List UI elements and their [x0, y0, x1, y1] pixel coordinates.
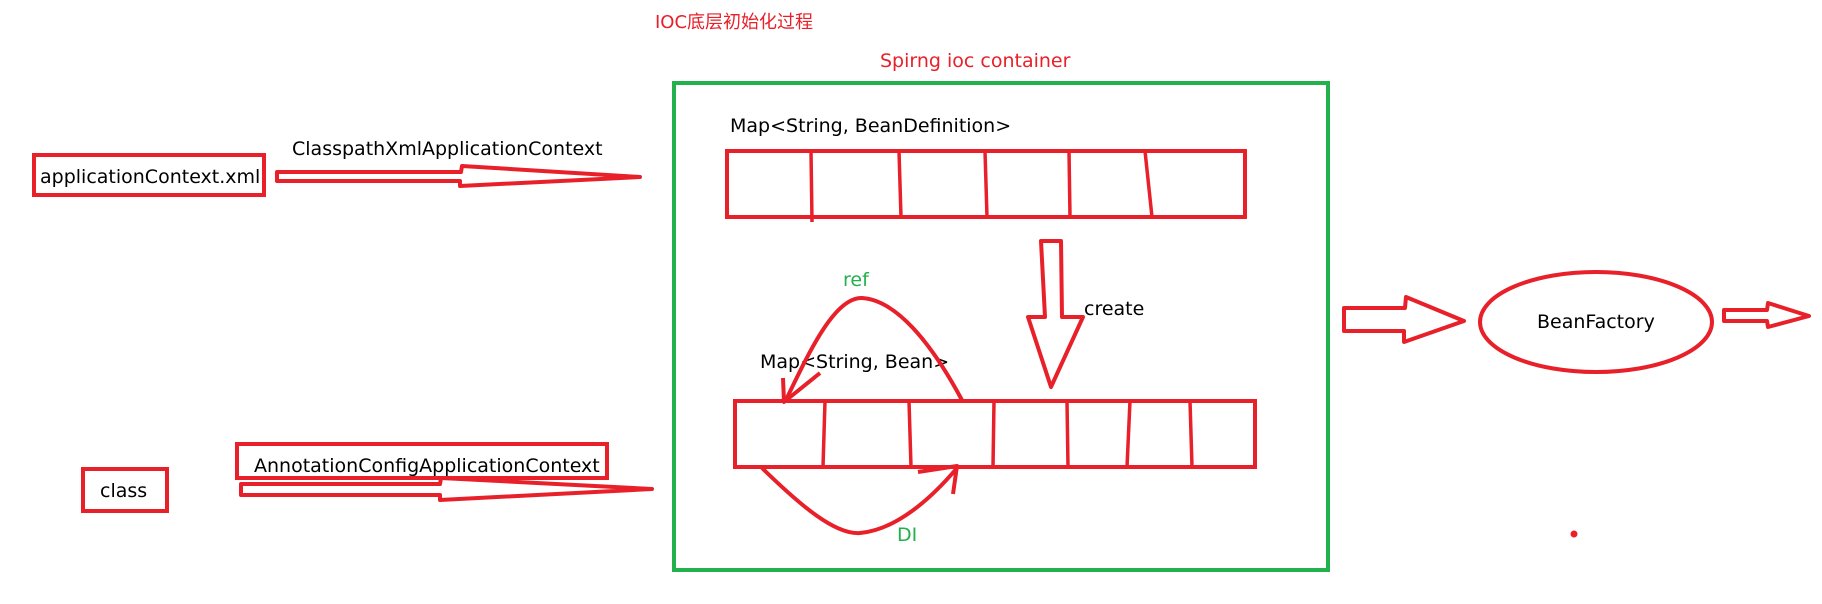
ref-label: ref: [843, 269, 870, 291]
bean-factory-ellipse: [1478, 270, 1714, 374]
annotation-context-box: [235, 442, 609, 480]
diagram-title: IOC底层初始化过程: [655, 12, 813, 33]
xml-box-label: applicationContext.xml: [40, 166, 260, 188]
bean-cell-divider: [821, 400, 827, 468]
bean-definition-cell-divider: [983, 150, 989, 218]
bean-cell-divider: [991, 400, 996, 468]
bean-definition-cell-divider: [809, 150, 814, 223]
bean-array-frame: [733, 399, 1257, 469]
xml-context-label: ClasspathXmlApplicationContext: [292, 138, 603, 160]
bean-factory-output-arrow: [1722, 301, 1811, 329]
create-arrow: [1026, 239, 1085, 389]
bean-array: [733, 399, 1257, 469]
bean-definition-array: [725, 149, 1247, 223]
bean-definition-cell-divider: [1067, 150, 1072, 218]
class-box-label: class: [100, 480, 147, 502]
bean-cell-divider: [1188, 400, 1194, 468]
bean-factory-label: BeanFactory: [1537, 311, 1655, 333]
stray-dot: [1570, 530, 1578, 538]
bean-cell-divider: [1125, 400, 1132, 468]
bean-map-label: Map<String, Bean>: [760, 351, 949, 373]
annotation-context-label: AnnotationConfigApplicationContext: [254, 455, 600, 477]
bean-factory-input-arrow: [1342, 295, 1466, 344]
create-label: create: [1084, 298, 1144, 320]
ref-loop-arrow: [783, 295, 965, 403]
annotation-context-arrow: [239, 476, 654, 502]
bean-definition-map-label: Map<String, BeanDefinition>: [730, 115, 1011, 137]
di-loop-arrow: [760, 466, 959, 536]
container-label: Spirng ioc container: [880, 50, 1071, 72]
bean-cell-divider: [907, 400, 913, 468]
bean-definition-cell-divider: [897, 150, 903, 218]
ioc-container-box: [672, 81, 1330, 572]
xml-context-arrow: [275, 164, 642, 188]
di-arrowhead: [917, 464, 959, 495]
class-box: [81, 467, 169, 513]
ref-arrowhead: [781, 371, 822, 404]
bean-definition-cell-divider: [1143, 150, 1154, 218]
xml-box: [32, 153, 266, 197]
di-label: DI: [897, 524, 917, 546]
bean-cell-divider: [1065, 400, 1070, 468]
